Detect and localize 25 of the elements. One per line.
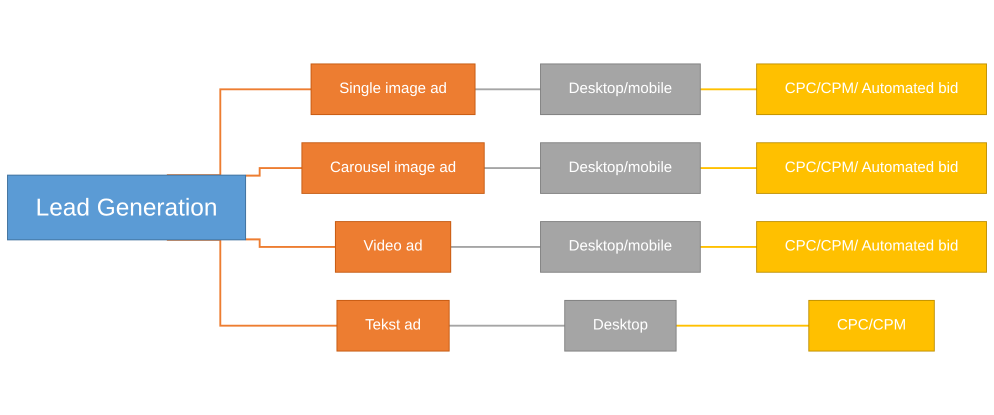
connector: [246, 238, 336, 248]
node-box: Desktop/mobile: [540, 142, 701, 194]
connector: [450, 246, 541, 248]
connector: [166, 238, 337, 327]
node-box: CPC/CPM/ Automated bid: [756, 142, 987, 194]
connector: [484, 167, 541, 170]
connector: [166, 88, 312, 176]
node-box: Desktop: [564, 300, 677, 352]
node-box: CPC/CPM: [808, 300, 935, 352]
connector: [246, 167, 302, 177]
node-box: CPC/CPM/ Automated bid: [756, 63, 987, 116]
node-box: Lead Generation: [7, 174, 246, 240]
node-box: Tekst ad: [336, 300, 450, 352]
connector: [700, 88, 757, 90]
connector: [700, 167, 757, 170]
node-box: Carousel image ad: [301, 142, 485, 194]
node-box: Desktop/mobile: [540, 63, 701, 116]
connector: [449, 324, 565, 327]
node-box: CPC/CPM/ Automated bid: [756, 221, 987, 273]
connector: [676, 324, 809, 327]
node-box: Desktop/mobile: [540, 221, 701, 273]
connector: [475, 88, 541, 90]
node-box: Single image ad: [310, 63, 476, 116]
connector: [700, 246, 757, 248]
node-box: Video ad: [334, 221, 452, 273]
